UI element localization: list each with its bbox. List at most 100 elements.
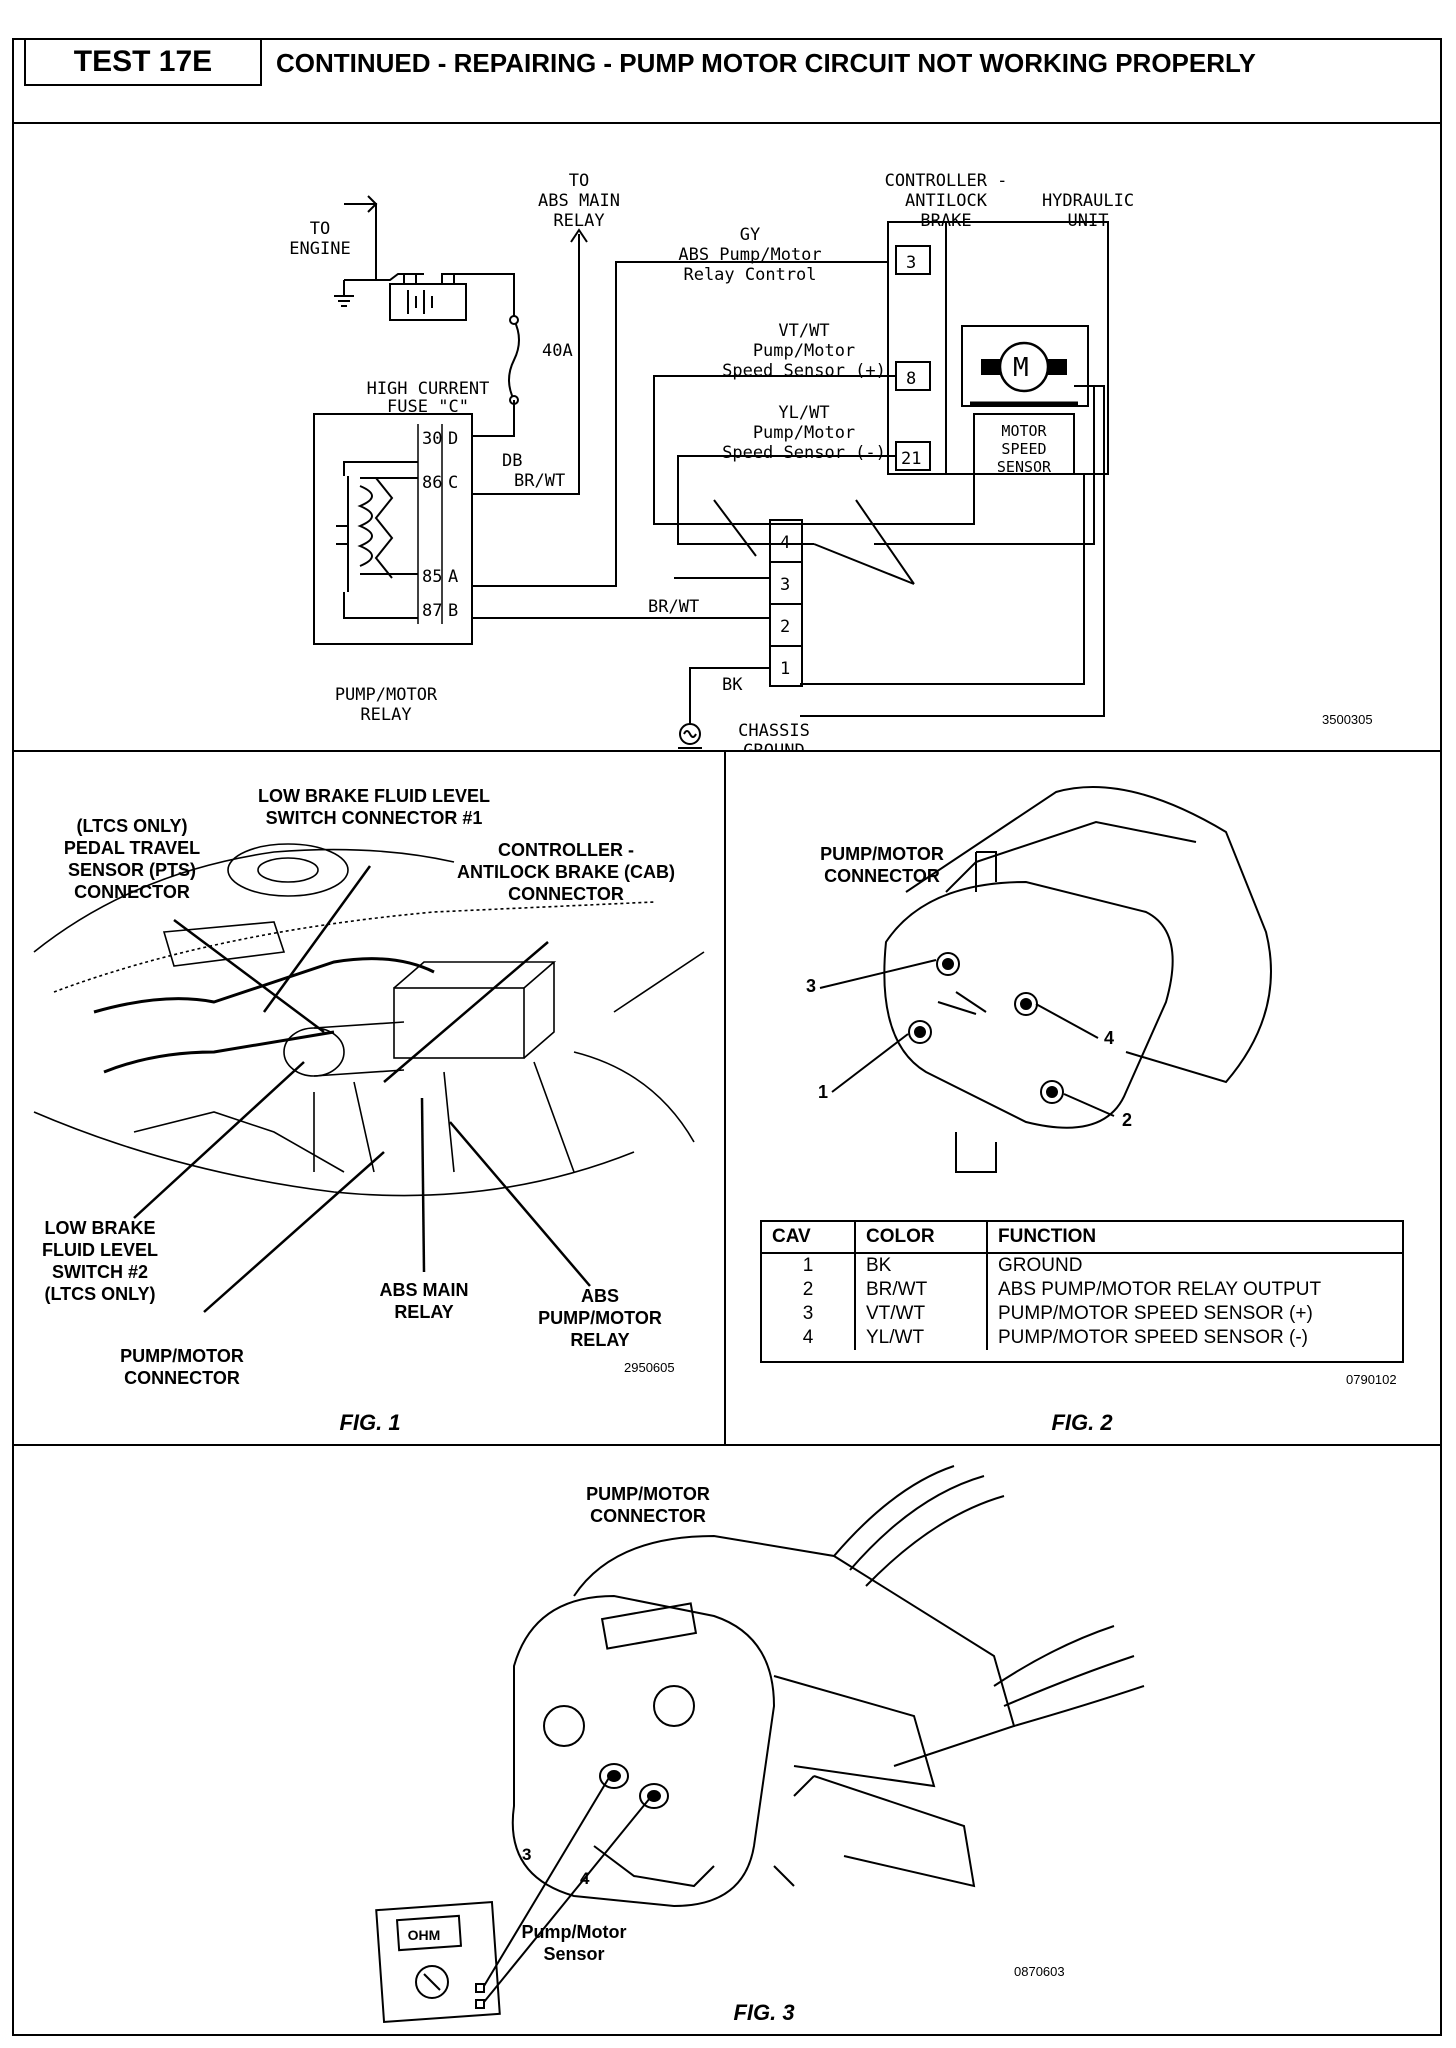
- wire-br-wt-top-label: BR/WT: [514, 471, 565, 491]
- relay-pin-a: A: [448, 567, 458, 587]
- cell-cav: 3: [762, 1302, 856, 1326]
- vt-label-line3: Speed Sensor (+): [722, 361, 886, 381]
- to-abs-main-line1: TO: [569, 171, 589, 191]
- table-row: 4 YL/WT PUMP/MOTOR SPEED SENSOR (-): [762, 1326, 1402, 1350]
- cavity-4: [639, 1783, 669, 1809]
- cavity-3: [599, 1763, 629, 1789]
- relay-pin-85: 85: [422, 567, 442, 587]
- leader-pump-conn: [203, 1151, 385, 1313]
- hood-outline: [33, 848, 455, 953]
- fig1-pts-line3: SENSOR (PTS): [68, 860, 196, 880]
- table-header-row: CAV COLOR FUNCTION: [762, 1222, 1402, 1254]
- fig1-caption: FIG. 1: [339, 1410, 400, 1435]
- controller-line3: BRAKE: [920, 211, 971, 231]
- chassis-ground-icon: [679, 723, 701, 745]
- fig2-connector-drawing: PUMP/MOTOR CONNECTOR 3 4 1 2 0790102 FIG…: [806, 786, 1397, 1435]
- fig3-title-line2: CONNECTOR: [590, 1506, 706, 1526]
- cell-function: PUMP/MOTOR SPEED SENSOR (-): [998, 1327, 1309, 1348]
- arrow-to-engine: [367, 195, 378, 213]
- leader-lbfl2: [133, 1061, 305, 1219]
- controller-line2: ANTILOCK: [905, 191, 988, 211]
- fig3-probe-3-label: 3: [522, 1845, 531, 1864]
- wire-db: [472, 400, 515, 437]
- probe-lead-3: [483, 1775, 611, 1987]
- fig2-panel: PUMP/MOTOR CONNECTOR 3 4 1 2 0790102 FIG…: [726, 752, 1440, 1446]
- cell-cav: 2: [762, 1278, 856, 1302]
- cell-function: ABS PUMP/MOTOR RELAY OUTPUT: [998, 1279, 1322, 1300]
- fig3-title-line1: PUMP/MOTOR: [586, 1484, 710, 1504]
- fig1-lbfl2-line2: FLUID LEVEL: [42, 1240, 158, 1260]
- relay-pin-d: D: [448, 429, 458, 449]
- cavity-1: [908, 1020, 932, 1044]
- fig3-probe-4-label: 4: [580, 1869, 590, 1888]
- wire-bk-return: [800, 474, 1085, 685]
- test-id-box: TEST 17E: [24, 40, 262, 86]
- hydraulic-line1: HYDRAULIC: [1042, 191, 1134, 211]
- gy-label-line1: GY: [740, 225, 760, 245]
- connector-face: [883, 880, 1174, 1129]
- controller-line1: CONTROLLER -: [885, 171, 1008, 191]
- schematic-ref-number: 3500305: [1322, 712, 1373, 727]
- fig1-abspump-line3: RELAY: [570, 1330, 629, 1350]
- cell-color: BK: [855, 1253, 988, 1278]
- table-row: 2 BR/WT ABS PUMP/MOTOR RELAY OUTPUT: [762, 1278, 1402, 1302]
- wire-gy-relay-control: [472, 261, 888, 587]
- cell-color: BR/WT: [855, 1278, 988, 1302]
- to-engine-line2: ENGINE: [289, 239, 350, 259]
- fig1-pts-line2: PEDAL TRAVEL: [64, 838, 200, 858]
- fig2-pin-1-label: 1: [818, 1082, 828, 1102]
- service-page: TEST 17E CONTINUED - REPAIRING - PUMP MO…: [12, 38, 1442, 2036]
- conn-pin-1: 1: [780, 659, 790, 679]
- strut-tower: [227, 843, 349, 897]
- cell-color: YL/WT: [855, 1326, 988, 1350]
- fig1-absmain-line1: ABS MAIN: [380, 1280, 469, 1300]
- fig3-sensor-line2: Sensor: [543, 1944, 604, 1964]
- mss-line2: SPEED: [1001, 440, 1046, 458]
- fig3-ref-number: 0870603: [1014, 1964, 1065, 1979]
- cavity-3: [936, 952, 960, 976]
- to-engine-line1: TO: [310, 219, 330, 239]
- to-abs-main-line2: ABS MAIN: [538, 191, 620, 211]
- connector-face: [511, 1594, 776, 1908]
- fig1-lbfl2-line4: (LTCS ONLY): [45, 1284, 156, 1304]
- cell-function: PUMP/MOTOR SPEED SENSOR (+): [998, 1303, 1313, 1324]
- fig2-title-line2: CONNECTOR: [824, 866, 940, 886]
- cavity-table: CAV COLOR FUNCTION 1 BK GROUND 2 BR/WT A…: [760, 1220, 1404, 1363]
- mss-line1: MOTOR: [1001, 422, 1047, 440]
- fig2-pin-4-label: 4: [1104, 1028, 1114, 1048]
- fig1-abspump-line1: ABS: [581, 1286, 619, 1306]
- fuse-label-line1: HIGH CURRENT: [367, 379, 490, 399]
- fig2-title-line1: PUMP/MOTOR: [820, 844, 944, 864]
- relay-pin-b: B: [448, 601, 458, 621]
- hydraulic-line2: UNIT: [1068, 211, 1109, 231]
- yl-label-line1: YL/WT: [778, 403, 829, 423]
- th-function: FUNCTION: [987, 1222, 1402, 1254]
- conn-pin-3: 3: [780, 575, 790, 595]
- brake-reservoir: [162, 921, 286, 967]
- conn-pin-2: 2: [780, 617, 790, 637]
- cab-pin-3: [895, 245, 931, 275]
- wire-bk-ground: [689, 667, 770, 724]
- motor-symbol: M: [1013, 353, 1029, 383]
- relay-pin-87: 87: [422, 601, 442, 621]
- battery-box: [393, 987, 525, 1059]
- chassis-ground-line1: CHASSIS: [738, 721, 810, 741]
- fig3-ohmmeter-test: PUMP/MOTOR CONNECTOR Pump/Motor Sensor O…: [375, 1465, 1145, 2025]
- fig2-pin-2-label: 2: [1122, 1110, 1132, 1130]
- connector-body-outline: [905, 786, 1272, 1084]
- page-title: CONTINUED - REPAIRING - PUMP MOTOR CIRCU…: [276, 47, 1256, 78]
- vt-label-line1: VT/WT: [778, 321, 829, 341]
- gy-label-line2: ABS Pump/Motor: [678, 245, 821, 265]
- relay-label-line2: RELAY: [360, 705, 411, 725]
- ground-symbol-icon: [334, 295, 354, 307]
- table-row: 1 BK GROUND: [762, 1253, 1402, 1278]
- cavity-2: [1040, 1080, 1064, 1104]
- fig1-panel: LOW BRAKE FLUID LEVEL SWITCH CONNECTOR #…: [14, 752, 726, 1446]
- cell-cav: 1: [762, 1253, 856, 1278]
- fig3-sensor-line1: Pump/Motor: [522, 1922, 627, 1942]
- relay-pin-86: 86: [422, 473, 442, 493]
- yl-label-line2: Pump/Motor: [753, 423, 855, 443]
- harness-wires-top: [833, 1465, 1005, 1587]
- fig1-lbfl2-line3: SWITCH #2: [52, 1262, 148, 1282]
- cab-pin-21-label: 21: [901, 449, 921, 469]
